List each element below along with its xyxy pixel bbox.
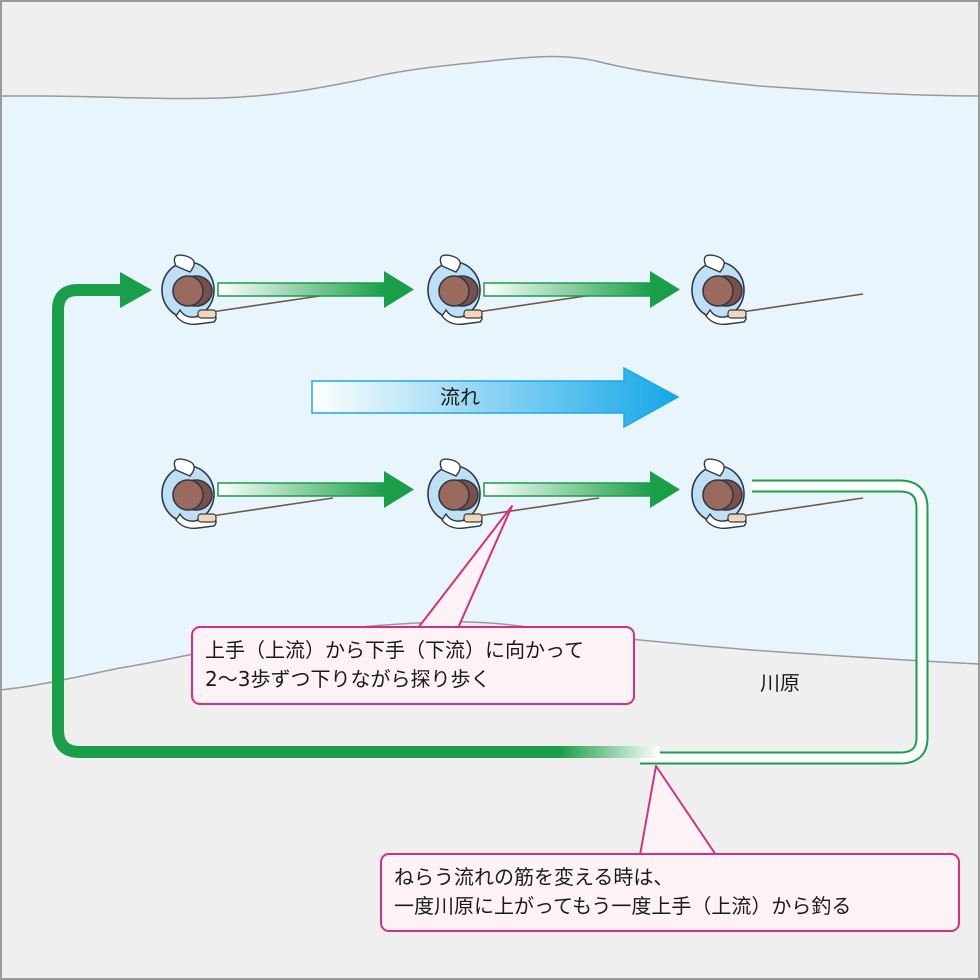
callout-1-line-2: 2〜3歩ずつ下りながら探り歩く [205, 667, 491, 691]
far-riverbank [0, 0, 980, 100]
riverbank-label: 川原 [760, 671, 800, 695]
walk-downstream-callout: 上手（上流）から下手（下流）に向かって 2〜3歩ずつ下りながら探り歩く [191, 626, 635, 705]
callout-2-line-1: ねらう流れの筋を変える時は、 [394, 865, 674, 889]
change-line-callout: ねらう流れの筋を変える時は、 一度川原に上がってもう一度上手（上流）から釣る [380, 853, 960, 932]
flow-label: 流れ [440, 385, 480, 409]
upper-row [161, 254, 864, 326]
callout-2-line-2: 一度川原に上がってもう一度上手（上流）から釣る [394, 894, 852, 918]
return-loop-arrow [52, 272, 929, 765]
step-arrow-4 [483, 471, 680, 508]
lower-row [161, 458, 864, 530]
current-direction-arrow: 流れ [311, 366, 680, 429]
step-arrow-2 [483, 271, 680, 308]
step-arrow-3 [217, 471, 414, 508]
callout-1-line-1: 上手（上流）から下手（下流）に向かって [205, 638, 584, 662]
step-arrow-1 [217, 271, 414, 308]
